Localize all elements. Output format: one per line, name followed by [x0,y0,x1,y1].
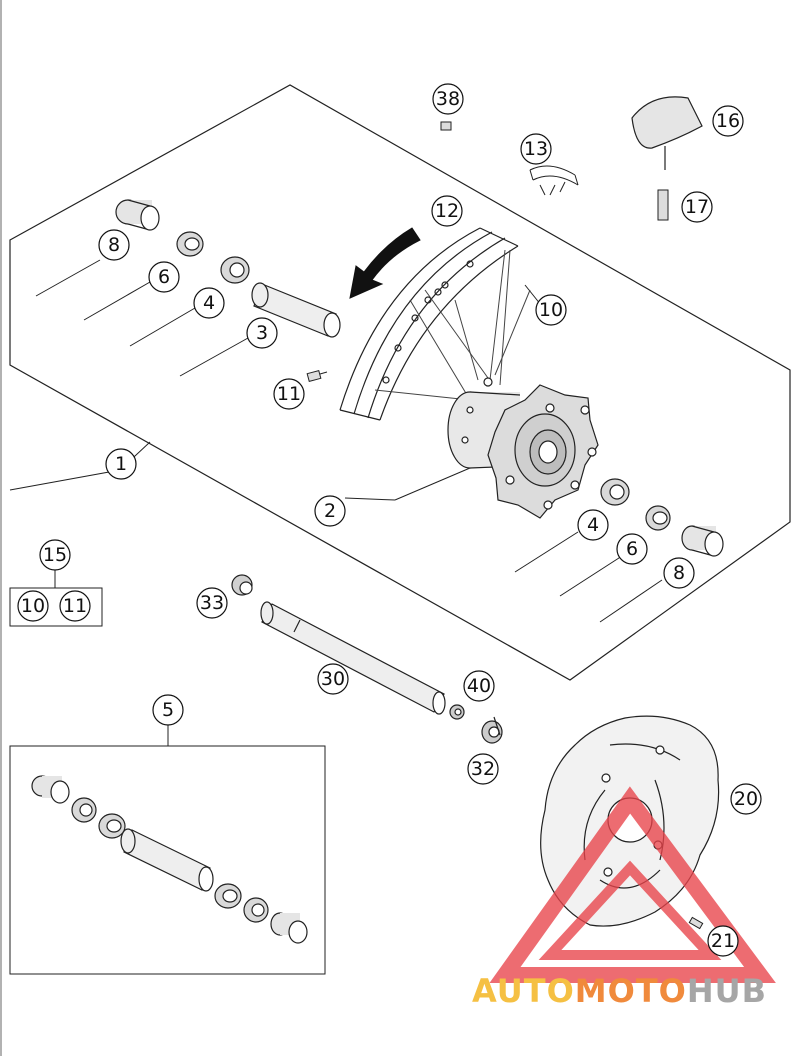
callout-number-c4b: 4 [587,514,599,536]
callout-circle-c1 [105,448,137,480]
callout-number-c20: 20 [734,788,758,810]
callout-circle-c12 [431,195,463,227]
shaft-seal-right [645,505,671,531]
callout-number-c10a: 10 [539,299,563,321]
callout-number-c33: 33 [200,592,224,614]
callout-circle-c16 [712,105,744,137]
callout-circle-c10a [535,294,567,326]
bearing-right [600,478,630,506]
callout-circle-c13 [520,133,552,165]
watermark-part-moto: MOTO [575,972,687,1010]
shaft-seal-left [176,231,204,257]
callout-circle-c10b [17,590,49,622]
callout-circle-c8a [98,229,130,261]
hub-flange [487,384,599,519]
callout-circle-c15 [39,539,71,571]
callout-number-c5: 5 [162,699,174,721]
bearing-kit-parts [31,775,308,944]
callout-number-c8b: 8 [673,562,685,584]
callout-number-c6b: 6 [626,538,638,560]
callout-number-c3: 3 [256,322,268,344]
watermark-part-hub: HUB [687,972,767,1010]
rim-lock-nut [657,189,669,221]
callout-number-c16: 16 [716,110,740,132]
axle-nut [481,716,503,744]
callout-number-c38: 38 [436,88,460,110]
callout-circle-c5 [152,694,184,726]
callout-circle-c4b [577,509,609,541]
callout-number-c12: 12 [435,200,459,222]
callout-circle-c3 [246,317,278,349]
callout-number-c6a: 6 [158,266,170,288]
callout-circle-c21 [707,925,739,957]
spoke-set-box [9,587,103,627]
callout-number-c4a: 4 [203,292,215,314]
callout-circle-c4a [193,287,225,319]
axle-spacer [231,574,253,596]
callout-number-c11a: 11 [277,383,301,405]
disc-screw [688,916,704,930]
callout-circle-c8b [663,557,695,589]
callout-circle-c33 [196,587,228,619]
callout-number-c40: 40 [467,675,491,697]
rim-band [529,165,579,196]
callout-circle-c6a [148,261,180,293]
wheel-spindle [260,601,446,715]
callout-circle-c11a [273,378,305,410]
valve-cap [440,121,452,131]
spoke-nipple [306,369,328,383]
callout-number-c10b: 10 [21,595,45,617]
front-wheel-assembly-frame [9,84,791,681]
distance-sleeve [251,282,341,338]
callout-number-c11b: 11 [63,595,87,617]
callout-number-c30: 30 [321,668,345,690]
rotation-arrow-icon [349,227,421,299]
callout-number-c2: 2 [324,500,336,522]
callout-circle-c40 [463,670,495,702]
bearing-left [220,256,250,284]
spacer-right [681,525,724,557]
spokes [374,249,531,401]
callout-circle-c38 [432,83,464,115]
watermark-part-auto: AUTO [472,972,575,1010]
callout-circle-c32 [467,753,499,785]
washer [449,704,465,720]
rim-lock [631,96,703,170]
spacer-left [115,199,160,231]
callout-number-c15: 15 [43,544,67,566]
rim [339,227,519,421]
callout-circle-c20 [730,783,762,815]
callout-circle-c17 [681,191,713,223]
callout-circle-c2 [314,495,346,527]
callout-circle-c30 [317,663,349,695]
callout-number-c13: 13 [524,138,548,160]
callout-number-c1: 1 [115,453,127,475]
callout-number-c17: 17 [685,196,709,218]
callout-circle-c11b [59,590,91,622]
watermark-text: AUTOMOTOHUB [472,972,767,1010]
callout-circle-c6b [616,533,648,565]
callout-number-c21: 21 [711,930,735,952]
watermark-logo [489,786,776,983]
callout-number-c8a: 8 [108,234,120,256]
callout-number-c32: 32 [471,758,495,780]
